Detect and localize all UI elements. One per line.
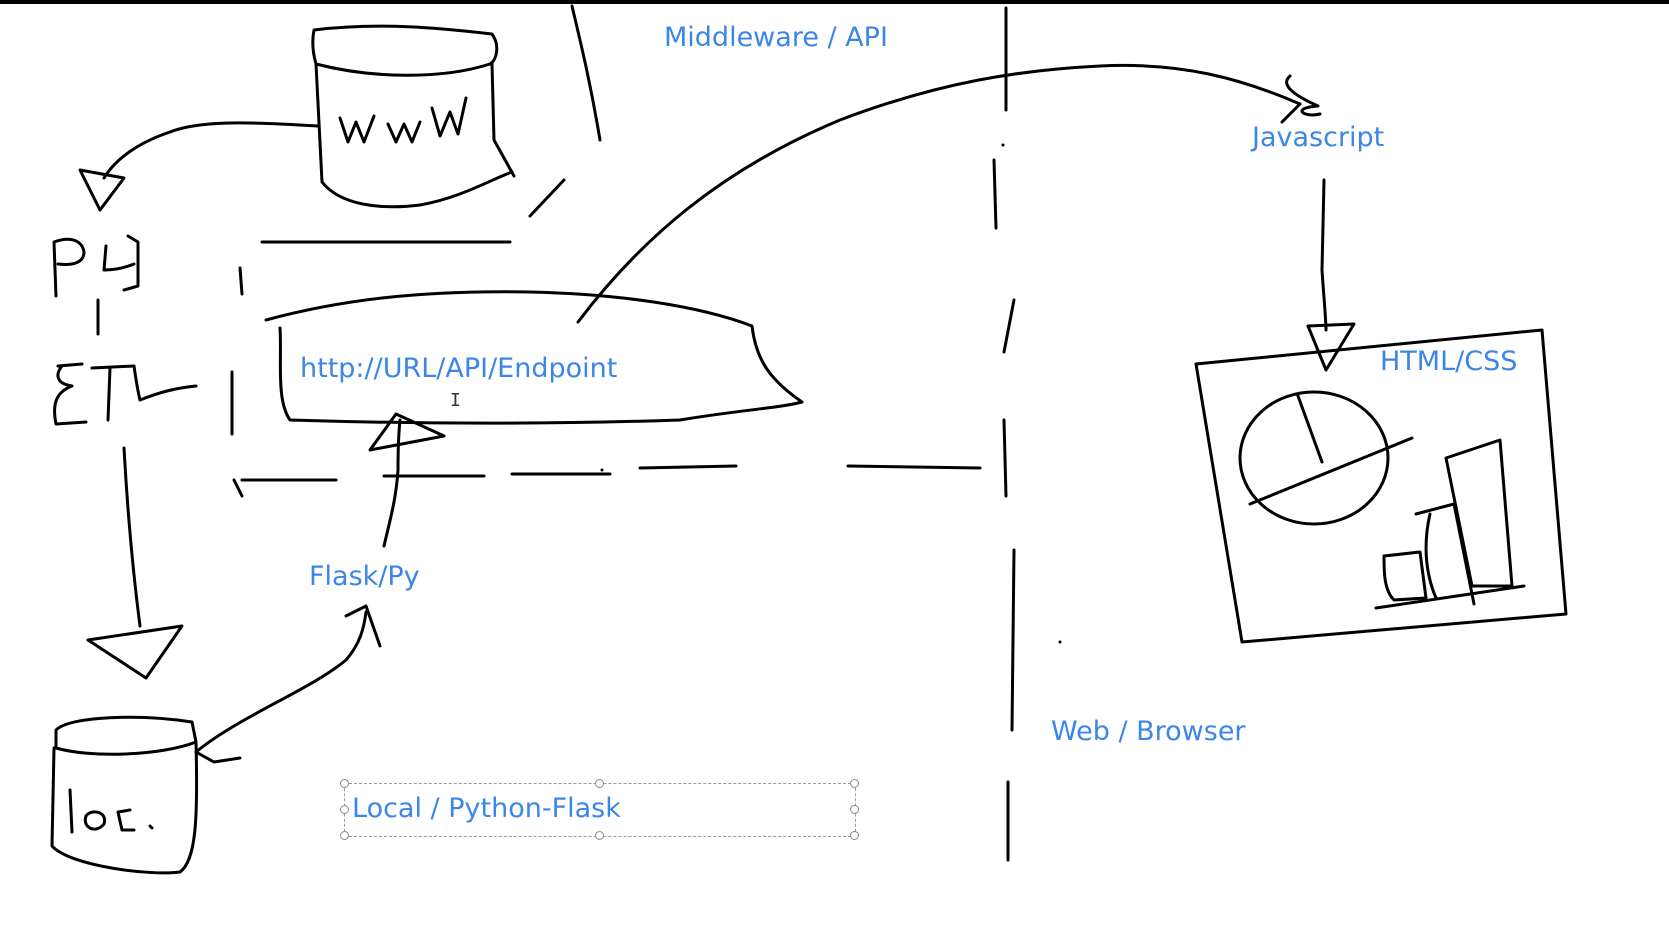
- selected-text-box[interactable]: Local / Python-Flask: [344, 783, 856, 837]
- local-database-sketch: [50, 715, 199, 875]
- www-database-sketch: [311, 24, 516, 209]
- resize-handle-middle-left[interactable]: [340, 805, 349, 814]
- resize-handle-bottom-left[interactable]: [340, 831, 349, 840]
- flask-to-endpoint-arrow: [368, 412, 446, 548]
- browser-page-sketch: [1194, 328, 1568, 644]
- endpoint-url-label: http://URL/API/Endpoint: [300, 353, 618, 384]
- resize-handle-top-middle[interactable]: [595, 779, 604, 788]
- window-top-edge: [0, 0, 1669, 4]
- etl-to-local-arrow: [86, 446, 184, 680]
- web-browser-label: Web / Browser: [1051, 716, 1246, 747]
- resize-handle-bottom-right[interactable]: [850, 831, 859, 840]
- middleware-api-label: Middleware / API: [664, 22, 888, 53]
- resize-handle-top-right[interactable]: [850, 779, 859, 788]
- dashed-divider-lines: [230, 4, 1016, 862]
- javascript-to-page-arrow: [1306, 178, 1356, 372]
- resize-handle-middle-right[interactable]: [850, 805, 859, 814]
- local-python-flask-label[interactable]: Local / Python-Flask: [352, 793, 621, 824]
- resize-handle-top-left[interactable]: [340, 779, 349, 788]
- local-to-flask-arrow: [194, 604, 382, 764]
- www-to-py-arrow: [78, 121, 320, 212]
- html-css-label: HTML/CSS: [1380, 346, 1518, 377]
- py-handwriting: [52, 234, 140, 336]
- resize-handle-bottom-middle[interactable]: [595, 831, 604, 840]
- endpoint-blob-sketch: [264, 290, 804, 425]
- endpoint-to-javascript-arc: [576, 63, 1322, 324]
- etl-handwriting: [53, 362, 198, 426]
- stray-ink-dots: [600, 143, 1062, 644]
- javascript-label: Javascript: [1252, 122, 1385, 153]
- flask-py-label: Flask/Py: [309, 561, 420, 592]
- text-cursor-icon: I: [450, 390, 461, 411]
